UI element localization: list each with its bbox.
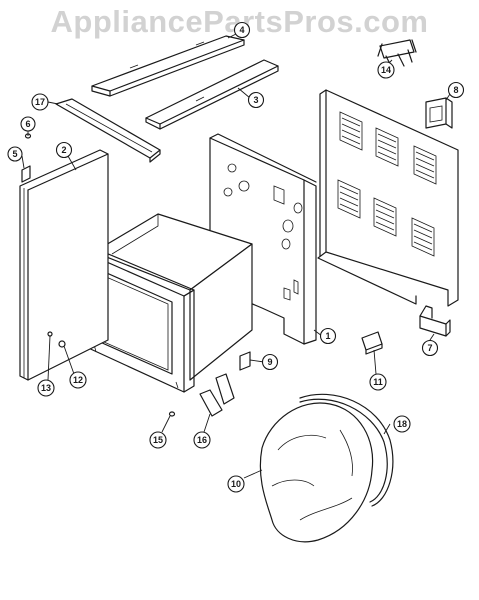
svg-text:13: 13	[41, 383, 51, 393]
svg-text:16: 16	[197, 435, 207, 445]
part-hinge-receiver	[199, 373, 235, 417]
svg-text:17: 17	[35, 97, 45, 107]
callout-17: 17	[31, 93, 49, 111]
svg-text:4: 4	[239, 25, 244, 35]
callout-13: 13	[37, 379, 55, 397]
callout-10: 10	[227, 475, 245, 493]
part-small-block	[425, 97, 453, 129]
svg-text:14: 14	[381, 65, 391, 75]
callout-7: 7	[421, 339, 439, 357]
svg-text:8: 8	[453, 85, 458, 95]
part-clip	[361, 331, 383, 355]
svg-text:5: 5	[12, 149, 17, 159]
callout-12: 12	[69, 371, 87, 389]
callout-4: 4	[233, 21, 251, 39]
callout-8: 8	[447, 81, 465, 99]
svg-text:2: 2	[61, 145, 66, 155]
part-front-top-trim	[55, 98, 161, 163]
part-screw-and-clip	[21, 133, 32, 183]
svg-text:10: 10	[231, 479, 241, 489]
svg-text:6: 6	[25, 119, 30, 129]
part-top-rail-upper	[91, 35, 245, 97]
callout-1: 1	[319, 327, 337, 345]
svg-text:18: 18	[397, 419, 407, 429]
part-screw-small	[168, 411, 176, 417]
svg-text:3: 3	[253, 95, 258, 105]
svg-text:9: 9	[267, 357, 272, 367]
svg-text:12: 12	[73, 375, 83, 385]
part-lower-bracket	[419, 305, 451, 337]
leader-lines	[21, 33, 451, 479]
callout-3: 3	[247, 91, 265, 109]
callout-6: 6	[20, 116, 36, 132]
svg-text:11: 11	[373, 377, 383, 387]
callout-16: 16	[193, 431, 211, 449]
callout-18: 18	[393, 415, 411, 433]
part-oven-cavity	[83, 213, 253, 393]
part-small-bracket	[239, 351, 251, 371]
callout-11: 11	[369, 373, 387, 391]
callout-2: 2	[55, 141, 73, 159]
part-front-frame	[19, 149, 109, 381]
part-insulation-blanket	[259, 402, 374, 543]
callout-15: 15	[149, 431, 167, 449]
svg-text:7: 7	[427, 343, 432, 353]
part-top-rail-lower	[145, 59, 279, 130]
rear-panel-vents	[337, 111, 437, 257]
part-seal-gasket	[299, 393, 394, 507]
callout-5: 5	[7, 146, 23, 162]
callout-14: 14	[377, 61, 395, 79]
callout-9: 9	[261, 353, 279, 371]
svg-text:1: 1	[325, 331, 330, 341]
part-bracket-clips	[377, 39, 417, 69]
part-rear-panel	[317, 89, 459, 307]
svg-text:15: 15	[153, 435, 163, 445]
